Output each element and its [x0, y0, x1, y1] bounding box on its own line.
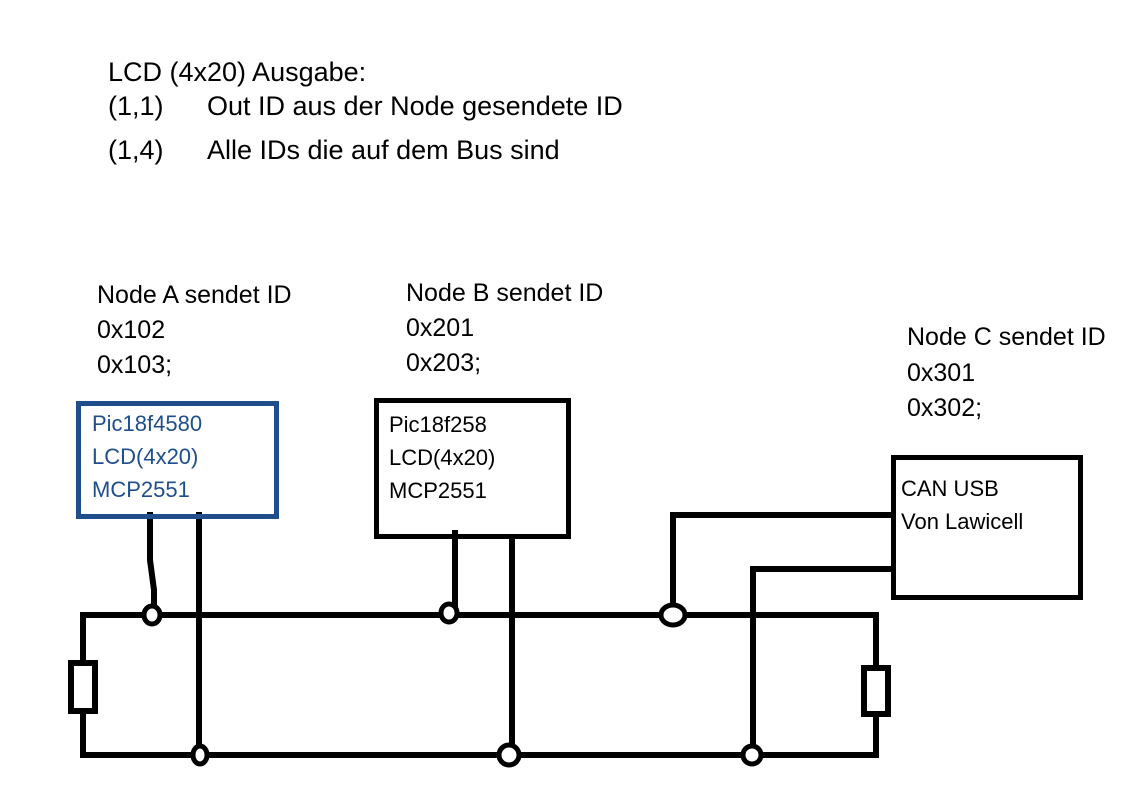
left-terminator-resistor — [68, 660, 98, 714]
node-b-label: Node B sendet ID — [406, 279, 604, 307]
node-a-id-2: 0x103; — [97, 351, 173, 379]
header-row-1-desc: Out ID aus der Node gesendete ID — [207, 91, 623, 121]
node-c-box-line-1: CAN USB — [901, 476, 999, 501]
node-b-box-line-3: MCP2551 — [389, 478, 487, 503]
header-title: LCD (4x20) Ausgabe: — [108, 57, 367, 87]
node-a-box-line-1: Pic18f4580 — [92, 411, 203, 436]
junction-node-b-low — [496, 742, 522, 768]
node-a-box-line-3: MCP2551 — [92, 477, 190, 502]
node-b-box-line-2: LCD(4x20) — [389, 445, 496, 470]
node-c-label: Node C sendet ID — [907, 323, 1106, 351]
right-terminator-resistor — [861, 665, 891, 717]
node-c-id-1: 0x301 — [907, 359, 976, 387]
node-b-box-line-1: Pic18f258 — [389, 412, 487, 437]
node-a-id-1: 0x102 — [97, 316, 166, 344]
junction-node-a-high — [141, 603, 163, 627]
node-c-can-low-wire — [750, 566, 895, 758]
header-row-1-coord: (1,1) — [108, 91, 164, 121]
node-a-box-line-2: LCD(4x20) — [92, 444, 199, 469]
junction-node-a-low — [190, 743, 210, 767]
node-c-can-high-wire — [670, 512, 895, 618]
node-a-can-high-wire — [147, 512, 157, 618]
node-c-box: CAN USB Von Lawicell — [891, 455, 1083, 600]
node-c-box-line-2: Von Lawicell — [901, 509, 1024, 534]
node-a-label: Node A sendet ID — [97, 281, 292, 309]
junction-node-c-low — [740, 743, 764, 767]
junction-node-c-high — [658, 602, 688, 628]
header-row-1: (1,1) Out ID aus der Node gesendete ID — [108, 91, 748, 135]
node-b-id-1: 0x201 — [406, 314, 475, 342]
node-b-box: Pic18f258 LCD(4x20) MCP2551 — [374, 398, 571, 539]
header-row-2-desc: Alle IDs die auf dem Bus sind — [207, 135, 560, 165]
header-row-2-coord: (1,4) — [108, 135, 164, 165]
junction-node-b-high — [438, 601, 460, 625]
header-row-2: (1,4) Alle IDs die auf dem Bus sind — [108, 135, 748, 179]
node-b-id-2: 0x203; — [406, 349, 482, 377]
node-c-id-2: 0x302; — [907, 394, 983, 422]
node-a-box: Pic18f4580 LCD(4x20) MCP2551 — [76, 401, 279, 519]
